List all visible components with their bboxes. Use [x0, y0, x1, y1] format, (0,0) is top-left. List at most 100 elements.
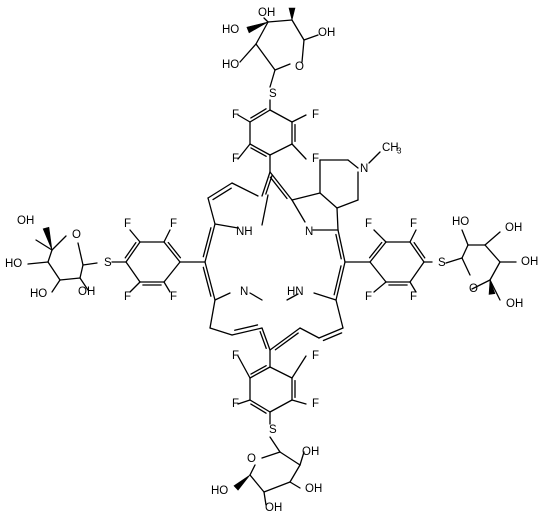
bond-114: [239, 43, 257, 63]
bond-71: [291, 355, 307, 379]
sugar-right-ring-oxygen: O: [469, 283, 478, 295]
bond-86: [163, 229, 171, 243]
bond-66: [269, 399, 293, 413]
bond-27: [204, 223, 216, 263]
bond-144: [484, 244, 501, 263]
bond-70: [237, 355, 251, 379]
sugar-bottom-oh-4: OH: [265, 502, 282, 514]
bond-47: [250, 147, 267, 157]
sulfur-bottom: S: [269, 424, 277, 436]
bond-92: [368, 241, 383, 259]
sugar-left-oh-4: OH: [78, 286, 95, 298]
fluorine-top-2: F: [312, 109, 319, 121]
bond-126: [263, 491, 267, 506]
bond-147: [461, 229, 469, 246]
bond-46: [249, 143, 271, 156]
wedge-151: [488, 279, 496, 295]
bond-84: [163, 261, 181, 283]
bond-61: [249, 366, 271, 379]
bond-41: [347, 159, 359, 169]
bond-1: [261, 194, 269, 226]
wedge-115: [288, 7, 296, 21]
bond-25: [269, 171, 293, 201]
bond-30: [202, 266, 212, 297]
bond-76: [163, 241, 181, 263]
bond-21: [322, 332, 343, 342]
bond-54: [269, 143, 293, 156]
sugar-top-ring-oxygen: O: [295, 61, 304, 73]
stereo-wedges: [42, 7, 496, 491]
bond-12: [249, 292, 263, 301]
bond-17: [286, 293, 299, 301]
methyl-subscript: 3: [397, 147, 402, 156]
bond-43: [336, 199, 359, 209]
bond-111: [255, 43, 276, 71]
bond-146: [461, 244, 469, 259]
bond-148: [484, 231, 501, 246]
bond-131: [47, 249, 53, 263]
bond-117: [269, 436, 281, 453]
fluorine-right-2: F: [410, 218, 417, 230]
bond-19: [335, 299, 344, 329]
wedge-116: [246, 21, 269, 34]
bond-4: [212, 187, 232, 201]
sugar-left-ring-oxygen: O: [72, 229, 81, 241]
bond-137: [51, 279, 61, 293]
bond-132: [47, 261, 61, 281]
sugar-right-ho-1: HO: [452, 216, 469, 228]
bond-122: [249, 464, 256, 476]
bond-118: [279, 451, 301, 466]
bond-56: [291, 114, 307, 123]
fluorine-left-2: F: [170, 218, 177, 230]
bond-38: [274, 332, 299, 351]
fluorine-bottom-3: F: [232, 398, 239, 410]
bond-16: [234, 324, 259, 331]
bond-57: [237, 143, 251, 160]
bond-69: [269, 366, 293, 379]
bond-44: [368, 151, 381, 164]
sugar-right-oh-3: OH: [521, 256, 538, 268]
bond-3: [207, 182, 233, 199]
fluorine-top-4: F: [312, 153, 319, 165]
sugar-bottom-ring-oxygen: O: [247, 453, 256, 465]
methyl-group: CH: [382, 142, 399, 154]
fluorine-bottom-1: F: [232, 350, 239, 362]
bond-62: [250, 365, 267, 375]
bond-129: [77, 242, 84, 266]
fluorine-right-3: F: [365, 291, 372, 303]
bond-96: [409, 261, 425, 283]
bond-80: [124, 242, 137, 259]
sugar-bottom-oh-1: OH: [302, 446, 319, 458]
bond-94: [409, 241, 425, 263]
wedge-127: [233, 474, 251, 491]
wedge-139: [42, 226, 53, 251]
bond-72: [237, 399, 251, 405]
bond-6: [291, 199, 306, 223]
bond-123: [261, 451, 281, 459]
bond-99: [369, 261, 387, 283]
bond-101: [409, 229, 417, 243]
bond-79: [125, 241, 141, 263]
bond-91: [369, 241, 387, 263]
bond-120: [263, 481, 291, 493]
sugar-left-oh-1: OH: [17, 215, 34, 227]
sugar-top-oh-4: OH: [318, 27, 335, 39]
fluorine-left-1: F: [124, 218, 131, 230]
bond-31: [337, 229, 346, 263]
bond-85: [129, 229, 141, 243]
bond-103: [409, 281, 417, 293]
bond-36: [259, 331, 267, 350]
fluorine-right-4: F: [410, 291, 417, 303]
pyrrole-hn-bottom-right: HN: [287, 286, 304, 298]
bond-87: [129, 281, 141, 293]
bond-150: [489, 279, 501, 301]
bond-95: [413, 242, 426, 259]
atom-labels: NH N N HN N CH 3 F F F F F F F F F F F F…: [5, 7, 538, 514]
bond-28: [202, 227, 212, 258]
bond-13: [209, 299, 216, 329]
sugar-right-oh-2: OH: [505, 222, 522, 234]
bond-109: [267, 19, 293, 23]
bond-113: [263, 17, 269, 23]
bond-110: [255, 21, 269, 45]
bond-141: [461, 257, 471, 276]
